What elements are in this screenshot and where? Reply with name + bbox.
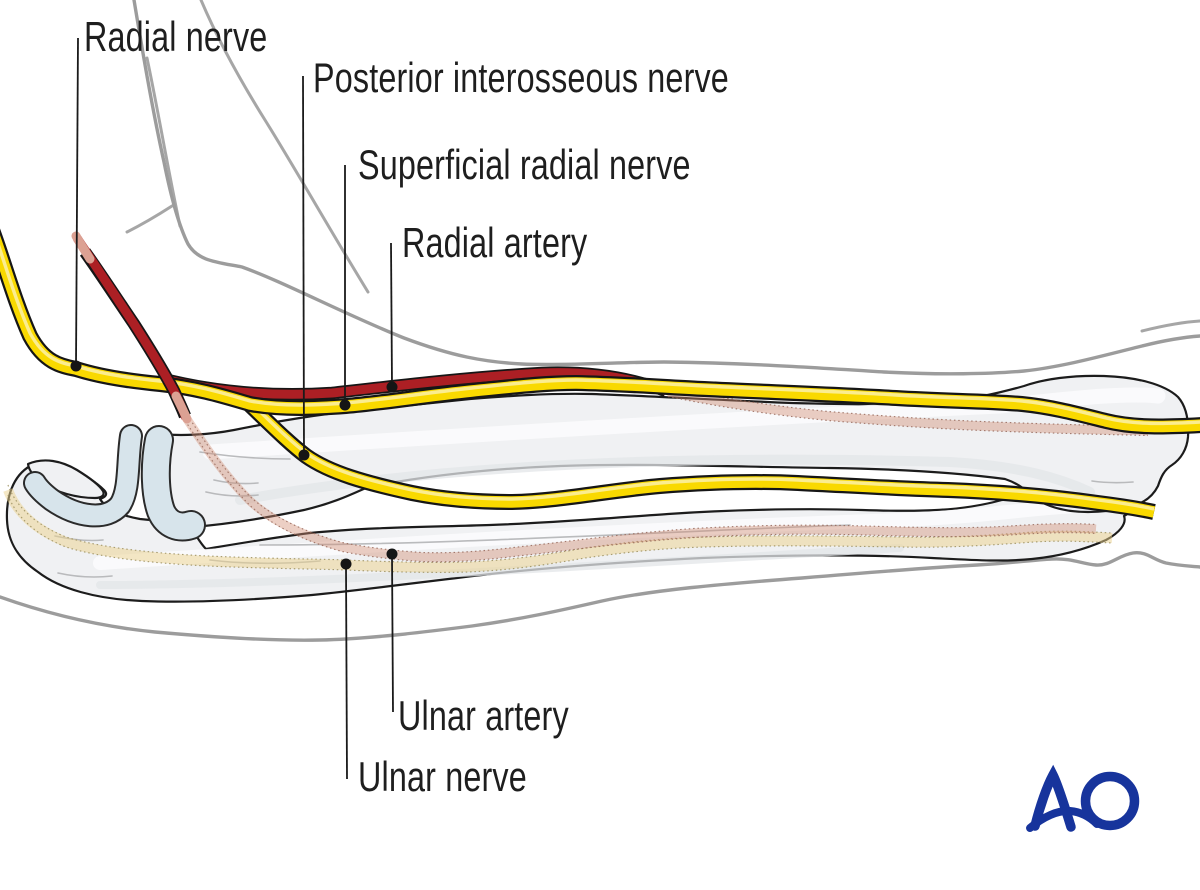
ao-logo <box>1026 764 1140 832</box>
hand-base-edge <box>1140 319 1200 333</box>
elbow-cartilage <box>23 424 206 542</box>
anchor-superficial-radial <box>339 399 351 411</box>
ao-logo-letter-o <box>1080 771 1140 831</box>
radius-shading <box>235 454 1095 505</box>
artery-fade-distal <box>171 391 192 424</box>
elbow-skin-edge <box>145 56 182 228</box>
forearm-bottom-edge <box>0 551 1200 642</box>
anchor-radial-artery <box>386 381 398 393</box>
anchor-ulnar-artery <box>386 548 398 560</box>
label-superficial-radial-nerve: Superficial radial nerve <box>358 141 691 188</box>
anchor-posterior-interosseous <box>298 449 310 461</box>
leader-radial-artery <box>390 242 393 387</box>
anchor-radial-nerve <box>70 360 82 372</box>
ulna-highlight <box>93 499 1087 570</box>
ulna-shading <box>96 544 904 589</box>
leader-ulnar-artery <box>391 554 394 713</box>
callouts <box>70 37 398 780</box>
label-ulnar-artery: Ulnar artery <box>398 692 569 739</box>
leader-posterior-interosseous <box>302 75 305 455</box>
radius-highlight <box>202 387 1166 460</box>
label-radial-nerve: Radial nerve <box>84 13 268 60</box>
label-posterior-interosseous-nerve: Posterior interosseous nerve <box>313 54 729 101</box>
anchor-ulnar-nerve <box>340 558 352 570</box>
leader-radial-nerve <box>75 37 79 366</box>
elbow-crease <box>125 204 174 234</box>
skin-outline <box>0 0 1200 642</box>
upper-arm-back-edge <box>199 0 370 294</box>
label-radial-artery: Radial artery <box>402 219 588 266</box>
leader-ulnar-nerve <box>345 564 348 780</box>
label-ulnar-nerve: Ulnar nerve <box>358 753 527 800</box>
artery-fade-tip <box>71 231 95 264</box>
artery-descending-course <box>71 231 192 424</box>
